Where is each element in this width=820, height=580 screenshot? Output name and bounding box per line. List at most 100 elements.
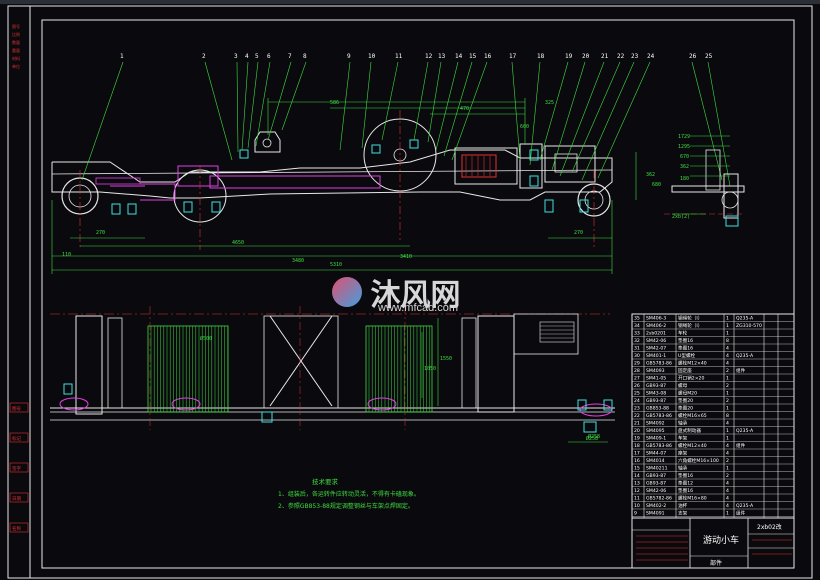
bom-cell-qty: 2: [726, 368, 729, 374]
tech-req-heading: 技术要求: [312, 477, 339, 486]
bom-cell-qty: 2: [726, 458, 729, 464]
bom-cell-code: SM42-06: [646, 488, 666, 494]
bom-cell-name: 钢绳轮（I）: [678, 315, 702, 322]
bom-cell-name: 螺栓M12×40: [678, 360, 707, 367]
bom-cell-qty: 8: [726, 413, 729, 419]
dim-v3: 600: [520, 124, 529, 130]
top-left-label: 比例: [12, 31, 20, 37]
svg-text:1295: 1295: [678, 144, 690, 150]
bom-cell-name: 轴承: [678, 465, 688, 472]
drawing-part-label: 部件: [710, 559, 722, 567]
leader-line-5: [247, 61, 259, 149]
bom-cell-no: 11: [634, 496, 640, 502]
dim-d6: 3480: [292, 258, 304, 264]
title-bar-strip: [0, 0, 820, 4]
bom-cell-qty: 4: [726, 481, 729, 487]
dim-d2: 470: [460, 106, 469, 112]
bom-cell-mat: Q235-A: [736, 316, 754, 322]
dimension-texts: 5864703252704650348053101102703410362680…: [62, 100, 661, 440]
drawing-code: 2xb02改: [757, 523, 782, 531]
bom-cell-name: 车轮: [678, 330, 688, 337]
plan-view: 1550 1050 Ø258: [50, 306, 615, 443]
bom-cell-code: SM4091: [646, 511, 665, 517]
bom-cell-qty: 4: [726, 421, 729, 427]
leader-line-9: [339, 61, 351, 151]
bom-cell-code: SM4095: [646, 428, 665, 434]
svg-text:362: 362: [680, 164, 689, 170]
bom-cell-name: 座架: [678, 450, 688, 457]
bom-cell-qty: 4: [726, 503, 729, 509]
balloon-22: 22: [617, 53, 625, 60]
balloon-26: 26: [689, 53, 697, 60]
bom-cell-mat: Q235-A: [736, 428, 754, 434]
bom-cell-qty: 1: [726, 466, 729, 472]
balloon-18: 18: [537, 53, 545, 60]
svg-text:2xb(2): 2xb(2): [672, 214, 690, 220]
leader-line-16: [451, 61, 488, 161]
balloon-25: 25: [705, 53, 713, 60]
bom-cell-name: 垫圈20: [678, 405, 693, 412]
bom-cell-code: SM4093: [646, 368, 665, 374]
top-left-label: 数量: [12, 39, 20, 45]
top-left-label: 材料: [12, 55, 20, 61]
bom-cell-code: SM402-2: [646, 503, 666, 509]
bom-cell-no: 17: [634, 451, 640, 457]
leader-line-11: [381, 61, 399, 141]
balloon-9: 9: [347, 53, 351, 60]
bom-cell-qty: 1: [726, 376, 729, 382]
balloon-24: 24: [647, 53, 655, 60]
dim-d1: 586: [330, 100, 339, 106]
left-label: 日期: [12, 496, 21, 502]
bom-cell-no: 22: [634, 413, 640, 419]
bom-cell-name: 螺栓M12×40: [678, 442, 707, 449]
balloon-12: 12: [425, 53, 433, 60]
bom-cell-name: 油杯: [678, 502, 688, 509]
leader-line-4: [241, 61, 249, 151]
bom-cell-qty: 2: [726, 473, 729, 479]
bom-cell-mat: Q235-A: [736, 353, 754, 359]
bom-cell-name: 六角螺栓M16×100: [678, 457, 719, 464]
bom-cell-qty: 4: [726, 346, 729, 352]
bom-cell-name: 垫圈16: [678, 472, 693, 479]
leader-line-24: [597, 61, 651, 179]
leader-line-13: [427, 61, 442, 143]
tech-req-line1: 1、组装后，各运转件应转动灵活，不得有卡磕现象。: [278, 490, 420, 498]
drawing-outer-frame: [7, 5, 813, 579]
bom-cell-qty: 8: [726, 338, 729, 344]
leader-line-18: [529, 61, 541, 166]
leader-line-21: [559, 61, 605, 177]
top-left-label: 单位: [12, 63, 20, 69]
bom-cell-qty: 2: [726, 383, 729, 389]
watermark-icon: [332, 277, 362, 307]
bom-cell-qty: 1: [726, 428, 729, 434]
leader-line-25: [707, 61, 731, 187]
front-view: [51, 110, 613, 250]
watermark-main-text: 沐风网: [370, 279, 461, 312]
balloon-5: 5: [255, 53, 259, 60]
bom-cell-qty: 1: [726, 436, 729, 442]
left-label: 签字: [12, 465, 21, 472]
bom-cell-code: GB93-87: [646, 481, 666, 487]
bom-cell-no: 23: [634, 406, 640, 412]
bom-cell-qty: 4: [726, 353, 729, 359]
leader-line-23: [581, 61, 635, 181]
svg-text:Ø258: Ø258: [586, 435, 598, 442]
bom-cell-no: 31: [634, 346, 640, 352]
dim-d10: 3410: [400, 254, 412, 260]
bom-cell-mat: Q235-A: [736, 503, 754, 509]
bom-cell-code: SM406-3: [646, 316, 666, 322]
dim-d5: 4650: [232, 240, 244, 246]
balloon-6: 6: [267, 53, 271, 60]
dim-d3: 325: [545, 100, 554, 106]
leader-line-8: [281, 61, 307, 131]
bom-cell-no: 15: [634, 466, 640, 472]
bom-cell-no: 10: [634, 503, 640, 509]
bom-cell-mat: 组件: [736, 510, 746, 517]
bom-cell-code: SM401-1: [646, 353, 666, 359]
bom-cell-no: 18: [634, 443, 640, 449]
dim-d8: 110: [62, 252, 71, 258]
svg-text:1729: 1729: [678, 134, 690, 140]
balloon-leaders: [81, 61, 731, 187]
dim-v2: 680: [652, 182, 661, 188]
